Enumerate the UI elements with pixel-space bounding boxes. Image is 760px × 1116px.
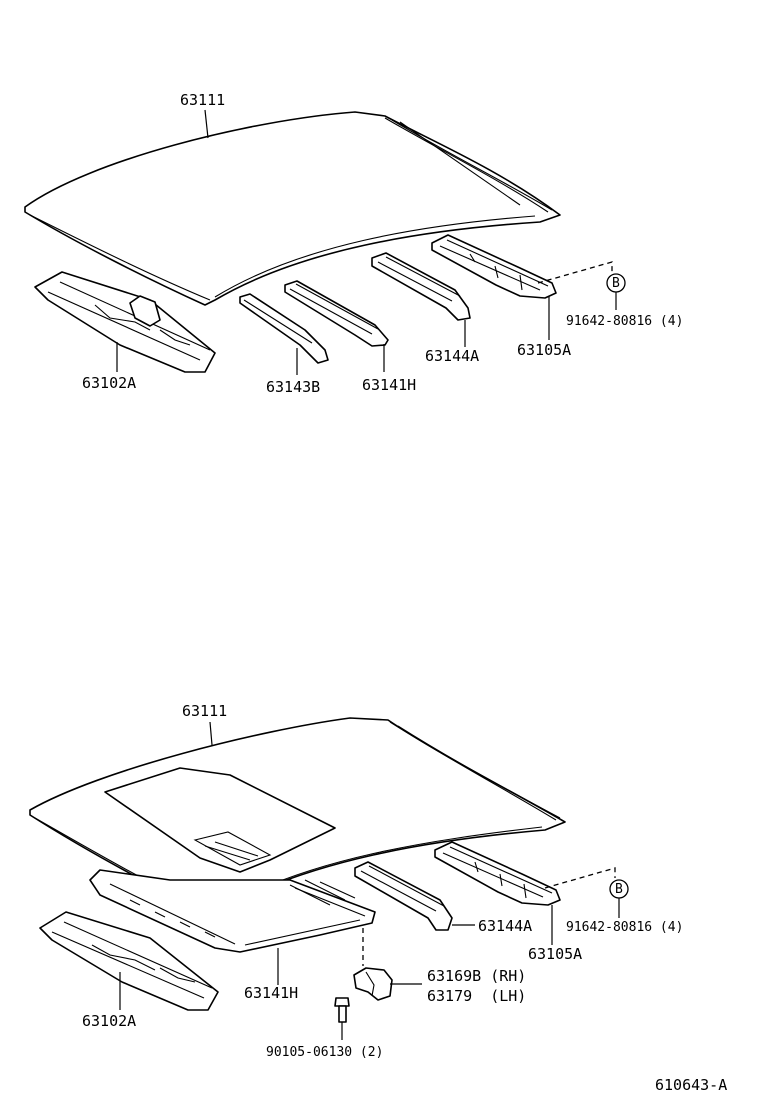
figure-id: 610643-A <box>655 1076 728 1094</box>
label-front-header-top: 63102A <box>82 374 137 392</box>
bow-63144A-top <box>371 252 471 321</box>
bracket-63169B <box>353 967 393 1001</box>
roof-panel-bottom <box>29 717 566 916</box>
label-front-header-bottom: 63102A <box>82 1012 137 1030</box>
label-bracket-rh: 63169B (RH) <box>427 967 527 985</box>
label-fastener-bottom: 91642-80816 (4) <box>566 920 684 935</box>
label-rear-header-top: 63105A <box>517 341 572 359</box>
rear-header-bottom <box>434 841 561 906</box>
ref-marker-b-top-label: B <box>612 276 620 291</box>
label-bow-63144A-bottom: 63144A <box>478 917 533 935</box>
label-fastener-top: 91642-80816 (4) <box>566 314 684 329</box>
ref-marker-b-bottom-label: B <box>615 882 623 897</box>
label-bow-63144A-top: 63144A <box>425 347 480 365</box>
bolt-90105 <box>334 997 350 1023</box>
roof-panel-top <box>24 111 561 306</box>
label-roof-panel-top: 63111 <box>180 91 226 109</box>
top-assembly <box>24 109 626 375</box>
label-sunroof-frame-bottom: 63141H <box>244 984 299 1002</box>
bottom-assembly <box>29 717 629 1040</box>
label-bow-63143B-top: 63143B <box>266 378 321 396</box>
rear-header-top <box>431 234 557 299</box>
bow-63144A-bottom <box>354 861 453 931</box>
label-bow-63141H-top: 63141H <box>362 376 417 394</box>
label-rear-header-bottom: 63105A <box>528 945 583 963</box>
bow-63141H-top <box>284 280 389 347</box>
label-bracket-lh: 63179 (LH) <box>427 987 527 1005</box>
bow-63143B-top <box>239 293 329 364</box>
front-header-bottom <box>39 911 219 1011</box>
sunroof-frame-bottom <box>89 869 376 953</box>
label-roof-panel-bottom: 63111 <box>182 702 228 720</box>
label-bolt: 90105-06130 (2) <box>266 1045 384 1060</box>
front-header-top <box>34 271 216 373</box>
